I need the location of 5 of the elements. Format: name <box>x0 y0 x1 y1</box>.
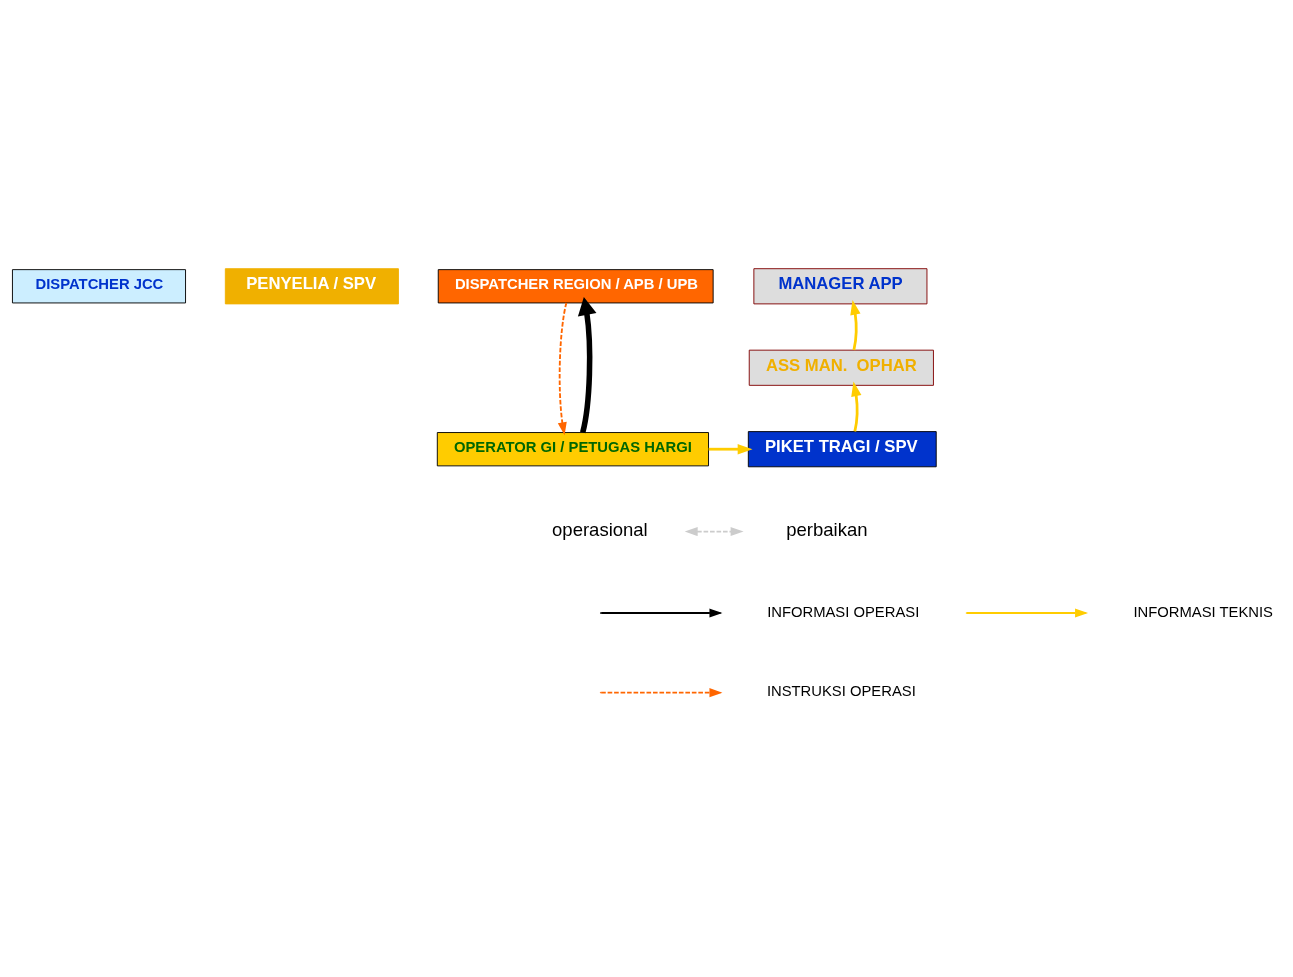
node-text: operasional <box>552 518 648 540</box>
legend-label: INSTRUKSI OPERASI <box>766 682 916 699</box>
node-text: perbaikan <box>786 518 868 540</box>
legend-label: INFORMASI OPERASI <box>767 603 920 620</box>
legend-label: INFORMASI TEKNIS <box>1133 603 1274 620</box>
